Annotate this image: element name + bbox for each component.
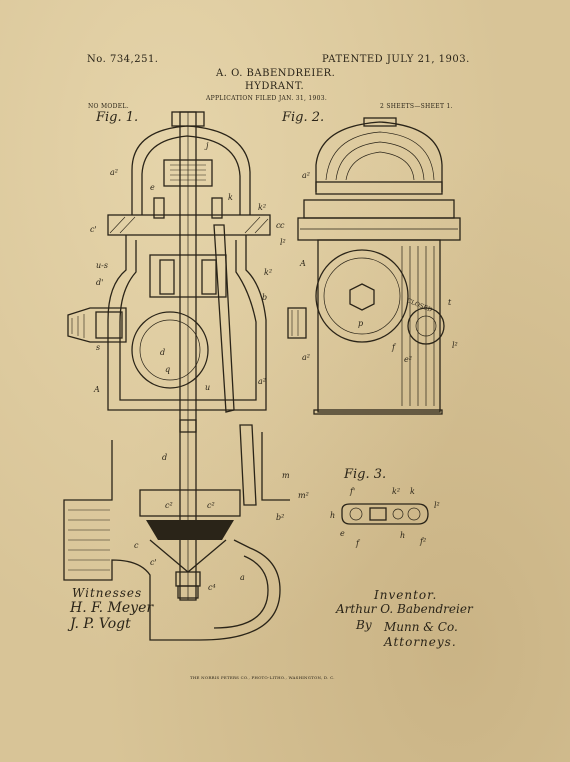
svg-text:t: t [448, 298, 452, 307]
patent-number: No. 734,251. [87, 54, 159, 65]
svg-text:k: k [410, 487, 415, 496]
patent-date: PATENTED JULY 21, 1903. [322, 54, 470, 65]
svg-text:q: q [165, 365, 170, 374]
patent-title: HYDRANT. [245, 81, 305, 92]
svg-text:h: h [400, 531, 405, 540]
attorney-signature: Munn & Co. [384, 620, 458, 634]
application-filed: APPLICATION FILED JAN. 31, 1903. [206, 95, 328, 102]
svg-text:s: s [96, 343, 100, 352]
fig1-base-section: d m m² c² c² b² c c' a c⁴ [63, 419, 309, 641]
svg-text:d: d [162, 453, 167, 462]
svg-text:u: u [205, 383, 210, 392]
svg-text:f: f [391, 343, 397, 352]
svg-text:d: d [160, 348, 165, 357]
svg-text:e: e [340, 529, 345, 538]
svg-text:k²: k² [258, 203, 266, 212]
svg-text:c': c' [150, 558, 157, 567]
sheets-label: 2 SHEETS—SHEET 1. [380, 103, 453, 110]
witnesses-heading: Witnesses [72, 586, 143, 600]
svg-text:c': c' [90, 225, 97, 234]
svg-text:c²: c² [207, 501, 215, 510]
svg-text:c: c [276, 221, 281, 230]
svg-text:l²: l² [452, 341, 458, 350]
svg-text:b²: b² [276, 513, 284, 522]
svg-text:k: k [228, 193, 233, 202]
svg-text:c: c [134, 541, 139, 550]
inventor-heading: Inventor. [374, 588, 438, 602]
svg-text:c⁴: c⁴ [208, 583, 216, 592]
svg-text:j: j [204, 141, 209, 150]
svg-text:e²: e² [404, 355, 412, 364]
svg-text:c²: c² [165, 501, 173, 510]
svg-text:l²: l² [280, 238, 286, 247]
witness-name: H. F. Meyer [70, 600, 154, 616]
inventor-header: A. O. BABENDREIER. [216, 68, 336, 79]
svg-text:f: f [355, 539, 361, 548]
svg-text:f²: f² [419, 537, 426, 546]
svg-text:a²: a² [302, 171, 310, 180]
svg-text:p: p [358, 319, 363, 328]
svg-text:e: e [150, 183, 155, 192]
printer-credit: THE NORRIS PETERS CO., PHOTO-LITHO., WAS… [190, 675, 335, 680]
svg-text:a²: a² [110, 168, 118, 177]
witness-name: J. P. Vogt [70, 616, 131, 632]
svg-text:a: a [240, 573, 245, 582]
no-model-label: NO MODEL. [88, 103, 129, 110]
fig1-label: Fig. 1. [96, 110, 139, 125]
svg-text:m²: m² [298, 491, 309, 500]
svg-text:c: c [280, 221, 285, 230]
fig2-hydrant-exterior: a² c A p t l² f e² a² [280, 117, 461, 415]
attorneys-label: Attorneys. [384, 635, 457, 649]
fig2-label: Fig. 2. [282, 110, 325, 125]
svg-text:a²: a² [302, 353, 310, 362]
svg-text:l²: l² [434, 501, 440, 510]
svg-text:f': f' [349, 487, 355, 496]
svg-text:h: h [330, 511, 335, 520]
svg-text:A: A [299, 259, 306, 268]
svg-text:a²: a² [258, 377, 266, 386]
inventor-signature: Arthur O. Babendreier [336, 602, 473, 616]
svg-text:A: A [93, 385, 100, 394]
fig3-label: Fig. 3. [344, 467, 387, 482]
svg-text:b: b [262, 293, 267, 302]
fig1-hydrant-section: j a² e k k² c' c l² u-s d' k² b d q s A … [67, 111, 286, 433]
by-label: By [356, 618, 372, 632]
svg-text:m: m [282, 471, 290, 480]
svg-text:d': d' [96, 278, 103, 287]
fig3-lock-detail: f' k² k h l² e f h f² [330, 487, 440, 548]
svg-text:k²: k² [264, 268, 272, 277]
svg-text:u-s: u-s [96, 261, 108, 270]
svg-text:k²: k² [392, 487, 400, 496]
